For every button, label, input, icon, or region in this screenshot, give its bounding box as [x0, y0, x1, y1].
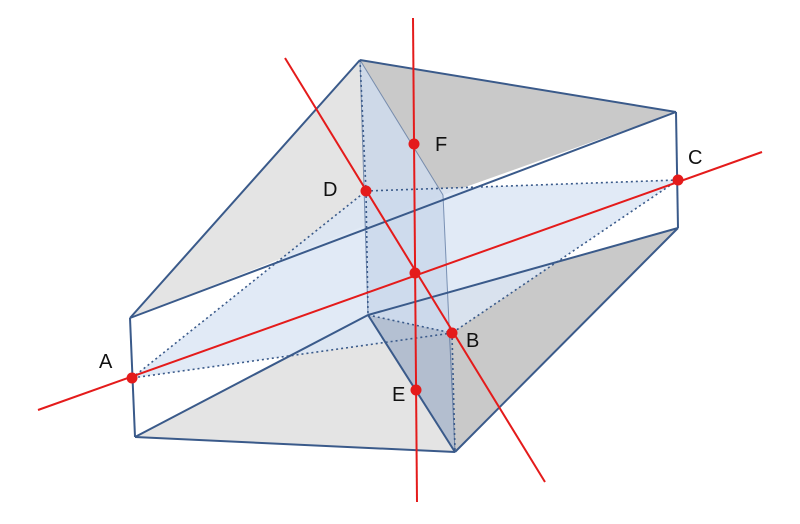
- label-b: B: [466, 330, 479, 352]
- dotted-edge: [359, 59, 367, 192]
- edge: [134, 314, 369, 438]
- edge: [675, 111, 679, 229]
- point-e: [410, 384, 422, 396]
- plane-dotted-edges: [131, 59, 679, 453]
- point-d: [360, 185, 372, 197]
- edge: [134, 436, 456, 453]
- label-e: E: [392, 384, 405, 406]
- label-c: C: [688, 147, 702, 169]
- face-bottom-left: [135, 315, 455, 452]
- edge: [367, 314, 456, 453]
- label-d: D: [323, 179, 337, 201]
- point-center: [409, 267, 421, 279]
- face-top-back: [360, 60, 676, 195]
- axis-ef: [412, 17, 418, 503]
- point-labels: A B C D E F: [99, 134, 702, 406]
- prism-edges: [129, 59, 679, 453]
- edge: [129, 59, 361, 319]
- thin-edge: [442, 194, 456, 453]
- dotted-edge: [367, 314, 453, 334]
- label-f: F: [435, 134, 447, 156]
- point-f: [408, 138, 420, 150]
- edge: [129, 111, 677, 319]
- thin-edge: [359, 59, 444, 196]
- dotted-edge: [131, 332, 453, 379]
- point-b: [446, 327, 458, 339]
- points: [126, 138, 684, 396]
- edge: [454, 227, 679, 453]
- point-c: [672, 174, 684, 186]
- label-a: A: [99, 351, 113, 373]
- edge: [367, 227, 679, 316]
- axis-ac: [37, 151, 763, 411]
- point-a: [126, 372, 138, 384]
- dotted-edge: [365, 190, 369, 316]
- dotted-edge: [451, 179, 679, 334]
- dotted-edge: [365, 179, 679, 192]
